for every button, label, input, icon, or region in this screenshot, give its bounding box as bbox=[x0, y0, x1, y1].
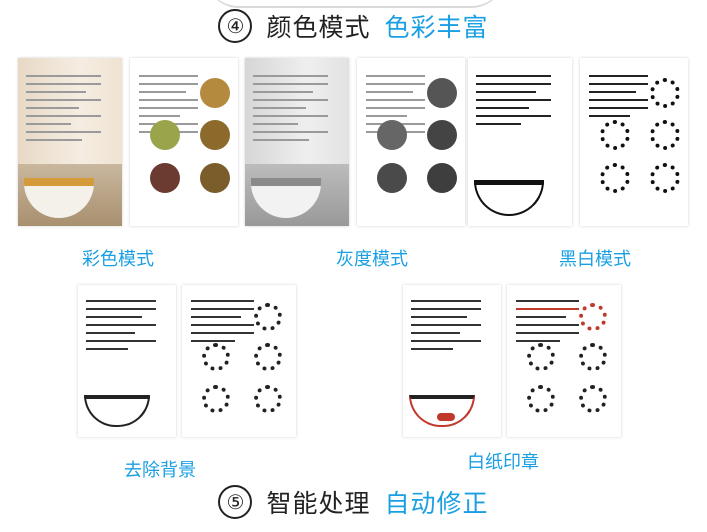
mode-preview-color bbox=[18, 58, 238, 226]
section-highlight: 自动修正 bbox=[384, 489, 489, 518]
left-page bbox=[18, 58, 122, 226]
mode-label-stamp: 白纸印章 bbox=[467, 452, 539, 473]
section-title: 颜色模式 bbox=[266, 13, 371, 42]
left-page bbox=[403, 285, 501, 437]
mode-preview-bgremove bbox=[78, 285, 298, 437]
right-page bbox=[130, 58, 238, 226]
right-page bbox=[182, 285, 296, 437]
mode-preview-bw bbox=[468, 58, 688, 226]
right-page bbox=[580, 58, 688, 226]
mode-label-gray: 灰度模式 bbox=[336, 249, 408, 270]
right-page bbox=[507, 285, 621, 437]
mode-label-bgremove: 去除背景 bbox=[124, 460, 196, 481]
section-number: ⑤ bbox=[218, 485, 253, 519]
right-page bbox=[357, 58, 465, 226]
mode-label-bw: 黑白模式 bbox=[559, 249, 631, 270]
mode-label-color: 彩色模式 bbox=[82, 249, 154, 270]
mode-preview-gray bbox=[245, 58, 465, 226]
section-heading-color-mode: ④ 颜色模式 色彩丰富 bbox=[0, 6, 707, 46]
section-title: 智能处理 bbox=[266, 489, 371, 518]
left-page bbox=[245, 58, 349, 226]
top-decor-arc bbox=[205, 0, 505, 8]
mode-preview-stamp bbox=[403, 285, 623, 437]
left-page bbox=[468, 58, 572, 226]
section-heading-smart-processing: ⑤ 智能处理 自动修正 bbox=[0, 482, 707, 522]
section-highlight: 色彩丰富 bbox=[384, 13, 489, 42]
section-number: ④ bbox=[218, 9, 253, 43]
left-page bbox=[78, 285, 176, 437]
